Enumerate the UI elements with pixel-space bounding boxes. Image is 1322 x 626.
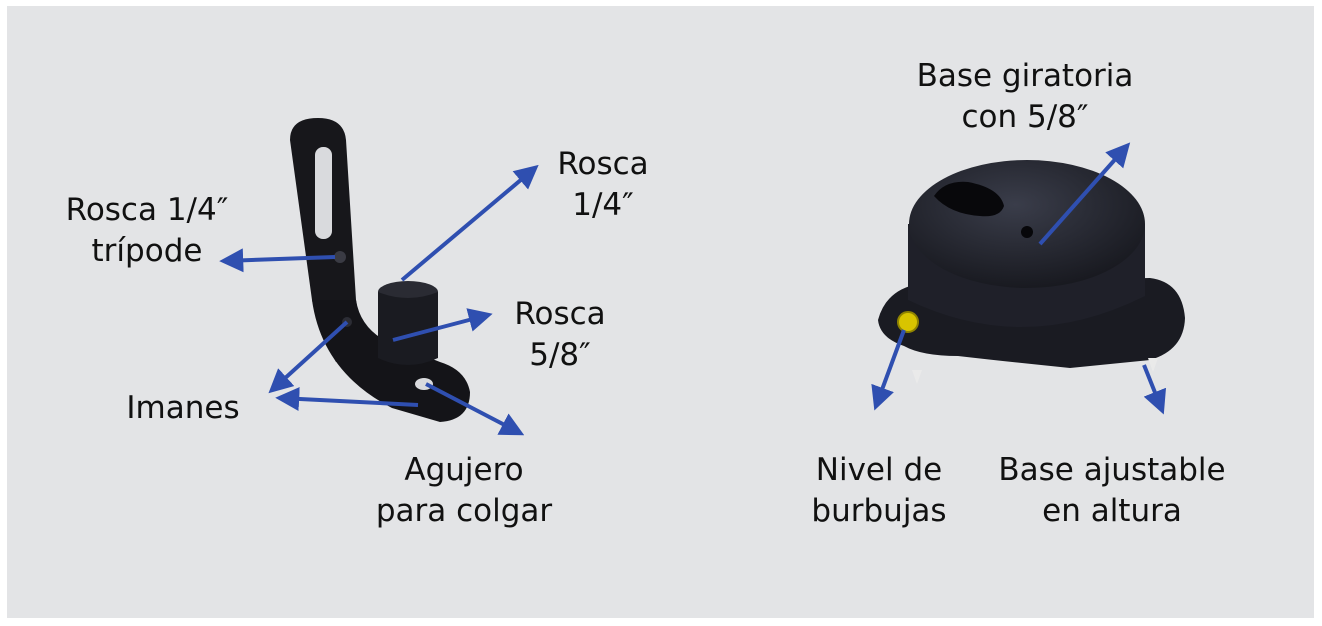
- arrow-thread-five-eighths: [392, 308, 493, 342]
- base-top-disc: [909, 160, 1145, 288]
- bracket-cylinder: [378, 292, 438, 365]
- label-adjustable-base-line2: en altura: [1042, 493, 1182, 529]
- label-thread-quarter-line1: Rosca: [557, 146, 649, 182]
- bubble-level-icon: [897, 311, 919, 333]
- label-tripod-thread: Rosca 1/4″ trípode: [52, 190, 242, 272]
- label-rotating-base-line1: Base giratoria: [916, 58, 1134, 94]
- label-bubble-level: Nivel de burbujas: [796, 450, 962, 532]
- rotating-base-device: [878, 160, 1185, 384]
- base-foot-tip-right: [1148, 358, 1158, 372]
- bracket-device: [290, 118, 470, 422]
- arrow-adjustable-base: [1142, 364, 1167, 415]
- label-adjustable-base-line1: Base ajustable: [998, 452, 1226, 488]
- base-arrows: [871, 142, 1167, 415]
- label-magnets: Imanes: [118, 388, 248, 429]
- arrow-hanging-hole: [425, 382, 525, 436]
- label-tripod-thread-line1: Rosca 1/4″: [65, 192, 229, 228]
- label-thread-five-eighths: Rosca 5/8″: [505, 294, 615, 376]
- label-rotating-base: Base giratoria con 5/8″: [900, 56, 1150, 138]
- label-tripod-thread-line2: trípode: [91, 233, 203, 269]
- bracket-arrows: [219, 164, 539, 436]
- label-hanging-hole-line2: para colgar: [375, 493, 553, 529]
- arrow-bubble-level: [871, 329, 906, 411]
- label-hanging-hole: Agujero para colgar: [356, 450, 572, 532]
- label-thread-five-eighths-line2: 5/8″: [529, 337, 591, 373]
- bracket-slot: [315, 147, 332, 239]
- label-adjustable-base: Base ajustable en altura: [980, 450, 1244, 532]
- label-thread-quarter: Rosca 1/4″: [548, 144, 658, 226]
- base-center-hole: [1021, 226, 1033, 238]
- arrow-tripod-thread: [219, 248, 336, 273]
- label-rotating-base-line2: con 5/8″: [961, 99, 1089, 135]
- base-foot-tip-left: [912, 370, 922, 384]
- label-hanging-hole-line1: Agujero: [404, 452, 524, 488]
- label-bubble-level-line1: Nivel de: [815, 452, 943, 488]
- bracket-tripod-hole: [334, 251, 346, 263]
- label-thread-quarter-line2: 1/4″: [572, 187, 634, 223]
- base-top-opening: [934, 181, 1004, 217]
- arrow-magnets-lower: [275, 386, 419, 411]
- label-thread-five-eighths-line1: Rosca: [514, 296, 606, 332]
- label-bubble-level-line2: burbujas: [811, 493, 947, 529]
- arrow-thread-quarter: [400, 164, 539, 282]
- arrow-rotating-base: [1038, 142, 1131, 246]
- label-magnets-line1: Imanes: [126, 390, 240, 426]
- arrow-magnets-upper: [268, 320, 349, 394]
